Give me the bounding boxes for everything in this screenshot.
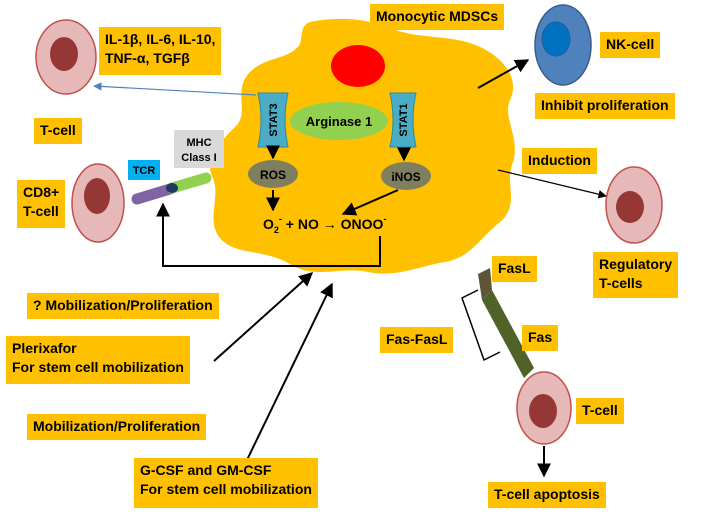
reaction-equation: O2- + NO → ONOO- <box>263 214 386 235</box>
mobilization-label: Mobilization/Proliferation <box>27 414 207 440</box>
o2-superscript: - <box>279 214 282 224</box>
inos-label: iNOS <box>391 170 420 184</box>
arginase-label: Arginase 1 <box>306 114 372 129</box>
tcell-bottom-nucleus <box>529 394 557 428</box>
ros-ellipse <box>248 160 298 188</box>
q-mobilization-label: ? Mobilization/Proliferation <box>27 293 219 319</box>
fas-shape <box>482 290 534 378</box>
stat1-label: STAT1 <box>398 103 410 136</box>
apoptosis-label: T-cell apoptosis <box>488 482 606 508</box>
onoo: ONOO <box>337 216 384 232</box>
cd8-tcell-nucleus <box>84 178 110 214</box>
cytokines-box: IL-1β, IL-6, IL-10, TNF-α, TGFβ <box>99 27 222 75</box>
tcr-receptor <box>131 183 176 205</box>
plus-no: + NO <box>282 216 323 232</box>
arrow-onoo-to-tcr <box>156 202 381 267</box>
reaction-arrow: → <box>323 216 337 232</box>
fasl-label: FasL <box>492 256 537 282</box>
arrow-cytokines-to-tcell <box>93 82 257 96</box>
plerixafor-label: Plerixafor For stem cell mobilization <box>6 336 190 384</box>
mdsc-title: Monocytic MDSCs <box>370 4 505 30</box>
mdsc-nucleus <box>331 45 385 87</box>
tcr-box <box>128 160 160 180</box>
mdsc-cell-body <box>210 18 515 274</box>
inos-ellipse <box>381 162 431 190</box>
inhibit-proliferation-label: Inhibit proliferation <box>535 93 675 119</box>
mhc-label-line2: Class I <box>181 152 216 164</box>
o2-subscript: 2 <box>274 225 279 235</box>
arrow-gcsf <box>246 282 333 461</box>
nk-cell-nucleus <box>541 21 571 57</box>
fasl-shape <box>478 268 492 300</box>
induction-label: Induction <box>522 148 597 174</box>
tcell-bottom-label: T-cell <box>576 398 624 424</box>
mhc-class-i <box>166 172 212 194</box>
arrow-plerixafor <box>213 272 314 362</box>
ros-label: ROS <box>260 168 286 182</box>
tcr-label: TCR <box>133 165 156 177</box>
stat3-shape <box>257 92 289 148</box>
nk-label: NK-cell <box>600 32 661 58</box>
fas-fasl-label: Fas-FasL <box>380 327 454 353</box>
treg-nucleus <box>616 191 644 223</box>
fas-fasl-bracket <box>461 289 501 362</box>
arginase-ellipse <box>290 102 388 140</box>
mhc-box <box>174 130 224 168</box>
stat3-label: STAT3 <box>268 103 280 136</box>
onoo-superscript: - <box>383 214 386 224</box>
cd8-label: CD8+ T-cell <box>17 180 66 228</box>
arrow-inos-no <box>341 189 399 216</box>
mhc-label-line1: MHC <box>186 137 211 149</box>
arrow-mdsc-to-treg <box>497 169 607 199</box>
stat1-shape <box>389 92 417 148</box>
tcell-top-label: T-cell <box>34 118 82 144</box>
tcell-top-nucleus <box>50 37 78 71</box>
o2-symbol: O <box>263 216 274 232</box>
fas-label: Fas <box>522 325 559 351</box>
treg-label: Regulatory T-cells <box>593 252 679 298</box>
antigen-peptide <box>166 183 178 193</box>
gcsf-label: G-CSF and GM-CSF For stem cell mobilizat… <box>134 458 318 508</box>
arrow-mdsc-to-nk <box>477 59 530 89</box>
